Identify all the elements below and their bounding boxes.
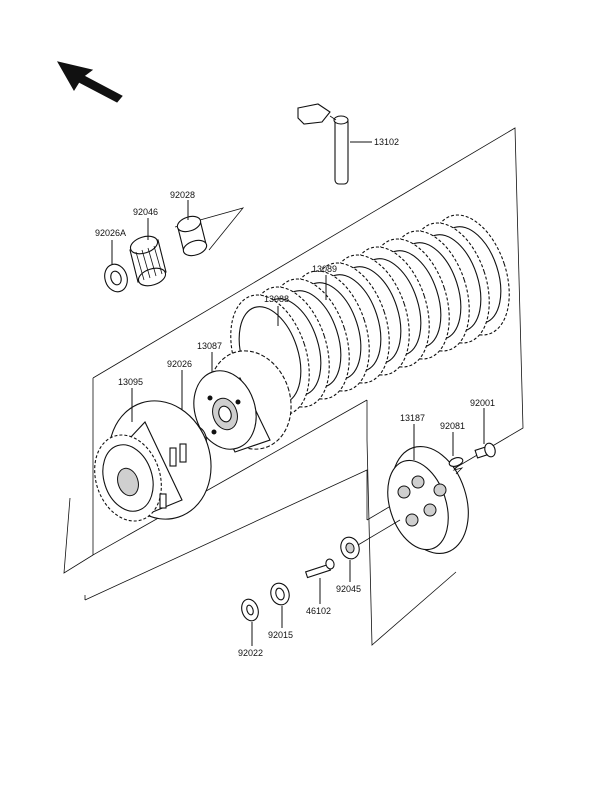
leader-13088: 13088 xyxy=(264,294,289,326)
label-13095: 13095 xyxy=(118,377,143,387)
label-92045: 92045 xyxy=(336,584,361,594)
part-46102-push-rod: 46102 xyxy=(304,558,335,616)
label-46102: 46102 xyxy=(306,606,331,616)
part-13187-pressure-plate: 13187 xyxy=(387,413,469,555)
part-13095-clutch-housing: 13095 xyxy=(94,377,212,522)
label-13187: 13187 xyxy=(400,413,425,423)
label-92015: 92015 xyxy=(268,630,293,640)
label-92026: 92026 xyxy=(167,359,192,369)
part-92022-washer: 92022 xyxy=(238,598,263,658)
leader-13089: 13089 xyxy=(312,264,337,300)
label-92026A: 92026A xyxy=(95,228,126,238)
part-92081-spring: 92081 xyxy=(440,421,465,475)
part-92015-nut: 92015 xyxy=(268,582,293,640)
part-92028-collar: 92028 xyxy=(170,190,208,257)
part-13087-clutch-hub: 13087 xyxy=(193,341,292,453)
label-13088: 13088 xyxy=(264,294,289,304)
part-13102-clutch-lever: 13102 xyxy=(297,103,399,185)
part-92045-bearing: 92045 xyxy=(336,519,401,594)
front-direction-arrow-icon xyxy=(56,61,123,103)
label-92022: 92022 xyxy=(238,648,263,658)
label-13089: 13089 xyxy=(312,264,337,274)
part-92001-bolt: 92001 xyxy=(470,398,496,459)
label-92001: 92001 xyxy=(470,398,495,408)
part-92046-needle-bearing: 92046 xyxy=(129,207,167,287)
part-92026A-washer: 92026A xyxy=(95,228,128,293)
label-13087: 13087 xyxy=(197,341,222,351)
label-92046: 92046 xyxy=(133,207,158,217)
label-92028: 92028 xyxy=(170,190,195,200)
label-92081: 92081 xyxy=(440,421,465,431)
label-13102: 13102 xyxy=(374,137,399,147)
